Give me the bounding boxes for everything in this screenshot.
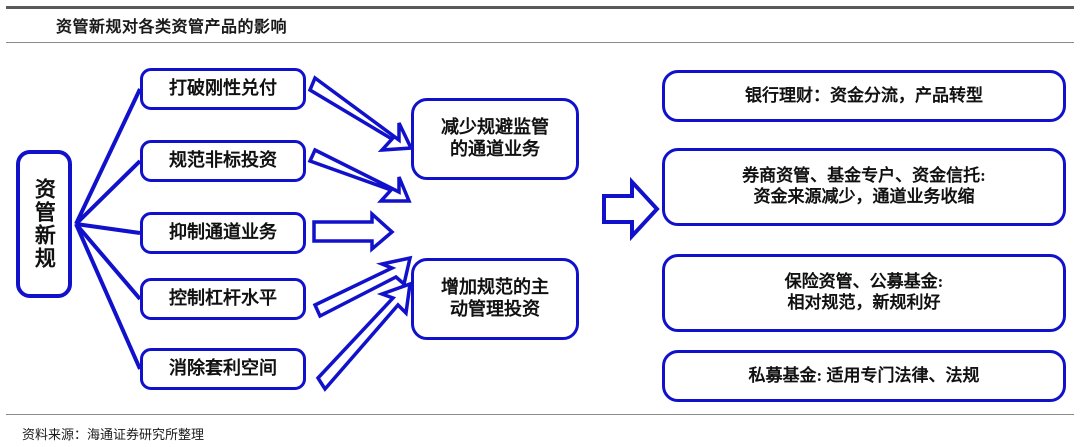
node-outcome-1-text: 银行理财：资金分流，产品转型 [745,86,983,107]
node-outcome-4[interactable]: 私募基金: 适用专门法律、法规 [662,350,1066,402]
arrow-driver2-to-effect1 [307,147,412,203]
node-effect-2-text: 增加规范的主 动管理投资 [441,277,549,321]
node-driver-1[interactable]: 打破刚性兑付 [140,68,306,110]
arrow-effects-to-outcomes [602,176,660,242]
source-note: 资料来源：海通证券研究所整理 [22,427,205,442]
node-effect-2[interactable]: 增加规范的主 动管理投资 [411,258,579,340]
arrow-driver3-to-effect1 [312,210,395,253]
root-line-2 [74,159,142,226]
node-outcome-3[interactable]: 保险资管、公募基金: 相对规范，新规利好 [662,254,1066,332]
node-outcome-2[interactable]: 券商资管、基金专户、资金信托: 资金来源减少，通道业务收缩 [662,148,1066,226]
node-outcome-3-text: 保险资管、公募基金: 相对规范，新规利好 [785,272,944,313]
node-outcome-4-text: 私募基金: 适用专门法律、法规 [749,366,980,387]
node-effect-1-text: 减少规避监管 的通道业务 [441,117,549,161]
root-line-4 [74,222,142,301]
node-driver-2-label: 规范非标投资 [169,150,277,171]
node-driver-2[interactable]: 规范非标投资 [140,140,306,182]
node-driver-5-label: 消除套利空间 [169,358,277,379]
arrow-driver5-to-effect2 [315,281,413,392]
node-root[interactable]: 资管新规 [16,150,72,298]
node-effect-1[interactable]: 减少规避监管 的通道业务 [411,98,579,180]
node-outcome-3-line2: 相对规范，新规利好 [787,293,941,312]
page-title: 资管新规对各类资管产品的影响 [56,19,288,36]
root-line-1 [74,88,142,225]
node-effect-2-line2: 动管理投资 [450,299,540,319]
node-outcome-2-text: 券商资管、基金专户、资金信托: 资金来源减少，通道业务收缩 [742,166,986,207]
node-outcome-4-line1: 私募基金: 适用专门法律、法规 [748,365,980,385]
root-line-5 [74,223,142,370]
node-driver-5[interactable]: 消除套利空间 [140,348,306,390]
node-effect-1-line2: 的通道业务 [450,139,540,159]
node-driver-4-label: 控制杠杆水平 [169,288,277,309]
node-driver-4[interactable]: 控制杠杆水平 [140,278,306,320]
node-outcome-1-line1: 银行理财：资金分流，产品转型 [745,85,983,105]
node-outcome-1[interactable]: 银行理财：资金分流，产品转型 [662,70,1066,122]
node-outcome-2-line2: 资金来源减少，通道业务收缩 [753,187,975,206]
header-rule-top [6,6,1074,9]
node-driver-3-label: 抑制通道业务 [169,222,277,243]
node-driver-3[interactable]: 抑制通道业务 [140,212,306,254]
node-outcome-2-line1: 券商资管、基金专户、资金信托: [742,166,986,186]
arrow-driver4-to-effect2 [312,255,413,319]
node-driver-1-label: 打破刚性兑付 [169,78,277,99]
node-effect-2-line1: 增加规范的主 [441,277,549,298]
root-line-3 [75,222,141,235]
node-effect-1-line1: 减少规避监管 [441,117,549,138]
node-outcome-3-line1: 保险资管、公募基金: [784,272,944,292]
header-rule-bottom [6,42,1074,43]
node-root-label: 资管新规 [32,178,57,270]
footer-rule [6,414,1074,415]
arrow-driver1-to-effect1 [307,75,414,153]
